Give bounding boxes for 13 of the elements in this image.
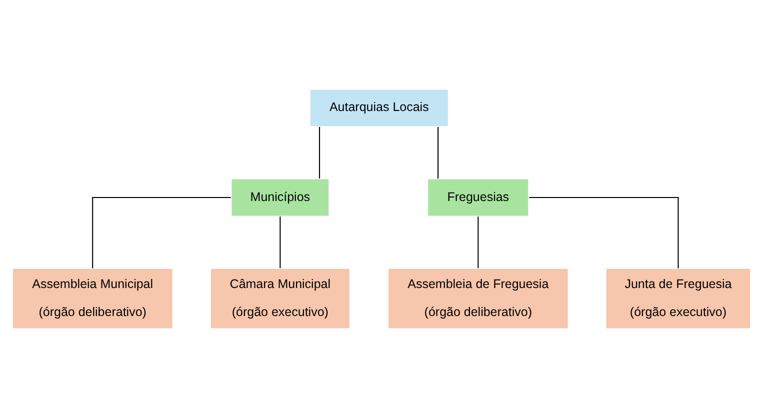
connector — [438, 126, 439, 179]
node-box: Municípios — [230, 178, 330, 217]
connector — [478, 216, 479, 268]
node-box: Câmara Municipal (órgão executivo) — [210, 268, 350, 330]
node-box: Assembleia Municipal (órgão deliberativo) — [12, 268, 174, 330]
connector — [92, 197, 231, 268]
node-box: Freguesias — [427, 178, 530, 217]
connector — [280, 216, 281, 268]
connector — [529, 197, 679, 268]
connector — [318, 126, 320, 179]
node-box: Autarquias Locais — [309, 88, 449, 128]
node-box: Assembleia de Freguesia (órgão deliberativo) — [388, 268, 569, 330]
node-box: Junta de Freguesia (órgão executivo) — [605, 268, 752, 330]
